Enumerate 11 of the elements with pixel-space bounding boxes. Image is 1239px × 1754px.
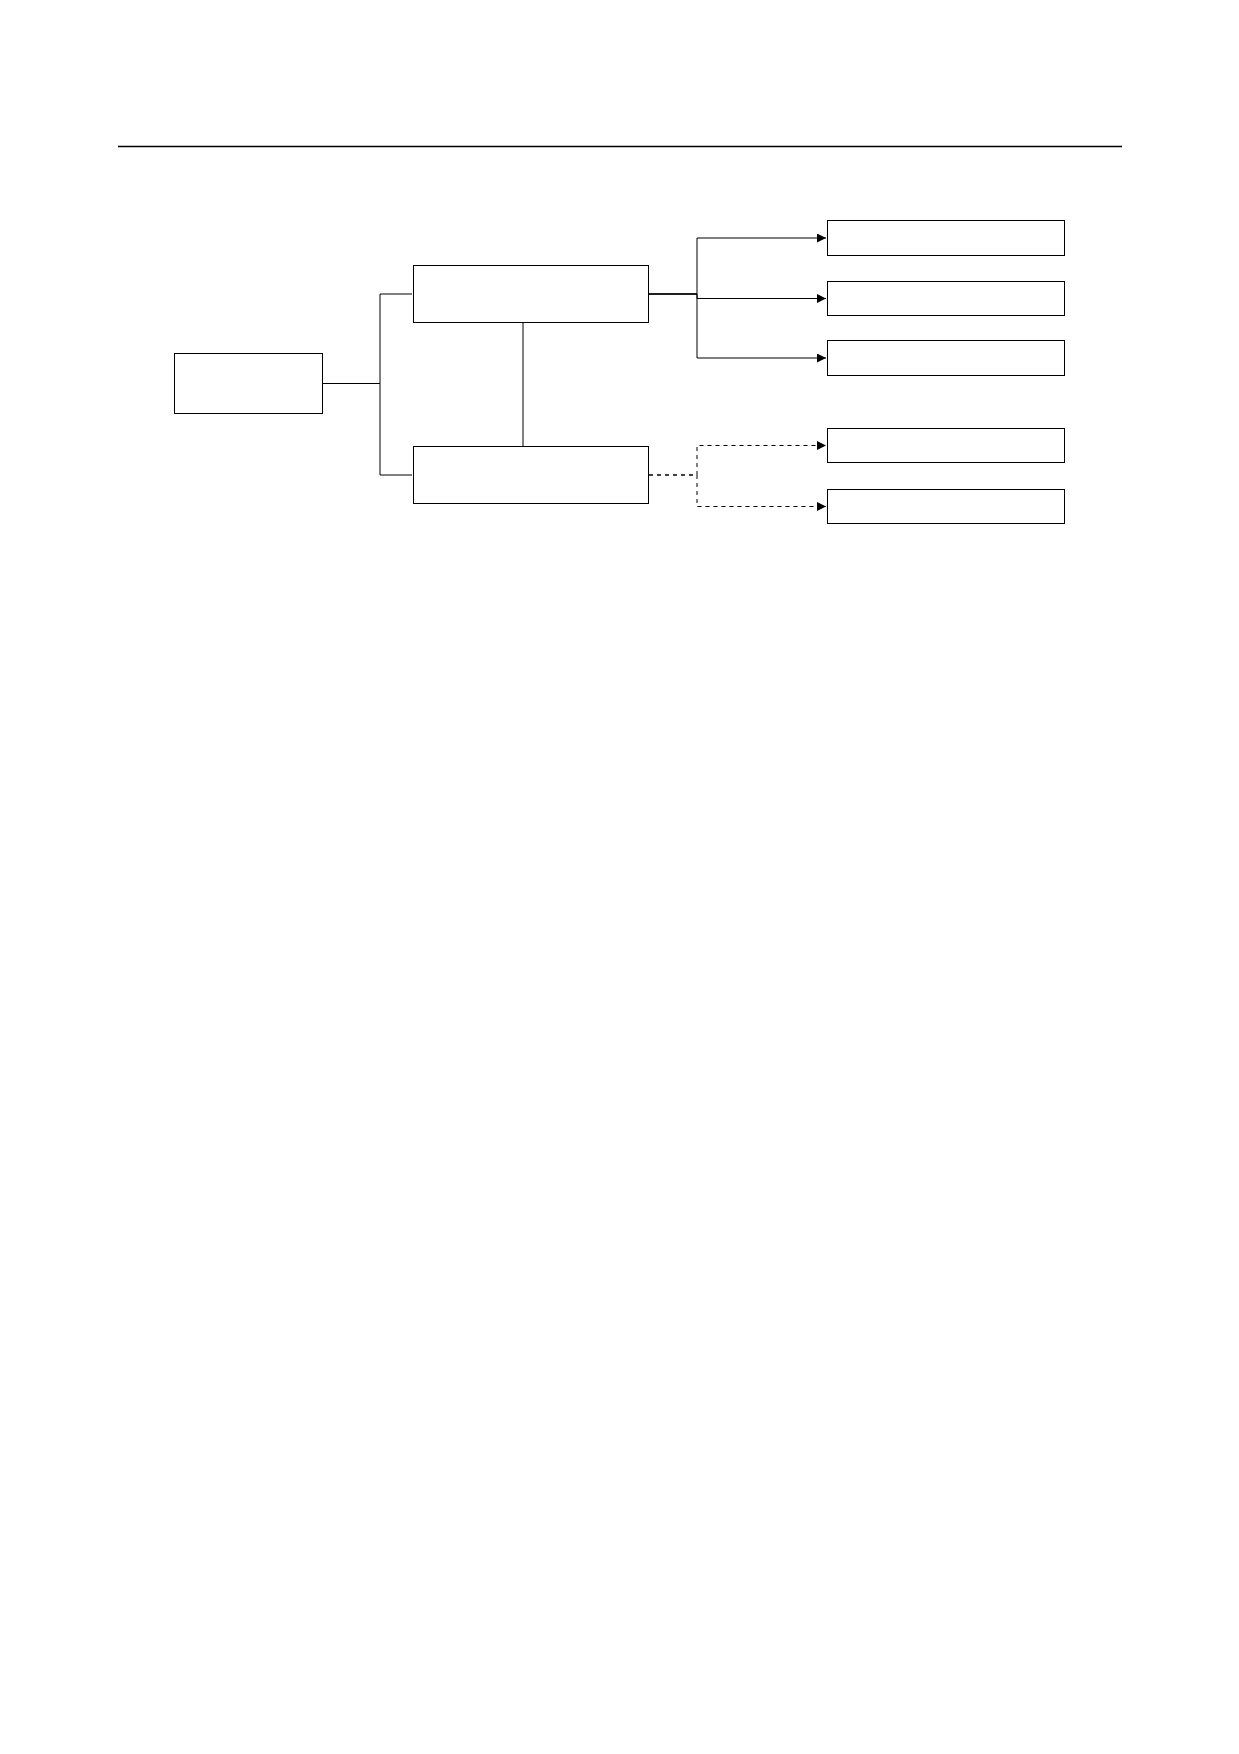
arrow (648, 474, 827, 511)
empty-box (827, 220, 1065, 256)
empty-box (174, 353, 323, 414)
empty-box (413, 265, 649, 323)
empty-box (827, 340, 1065, 376)
empty-box (827, 281, 1065, 316)
empty-box (827, 489, 1065, 524)
empty-box (413, 446, 649, 504)
connector-line (522, 322, 524, 447)
arrow (648, 293, 827, 363)
empty-box (827, 428, 1065, 463)
